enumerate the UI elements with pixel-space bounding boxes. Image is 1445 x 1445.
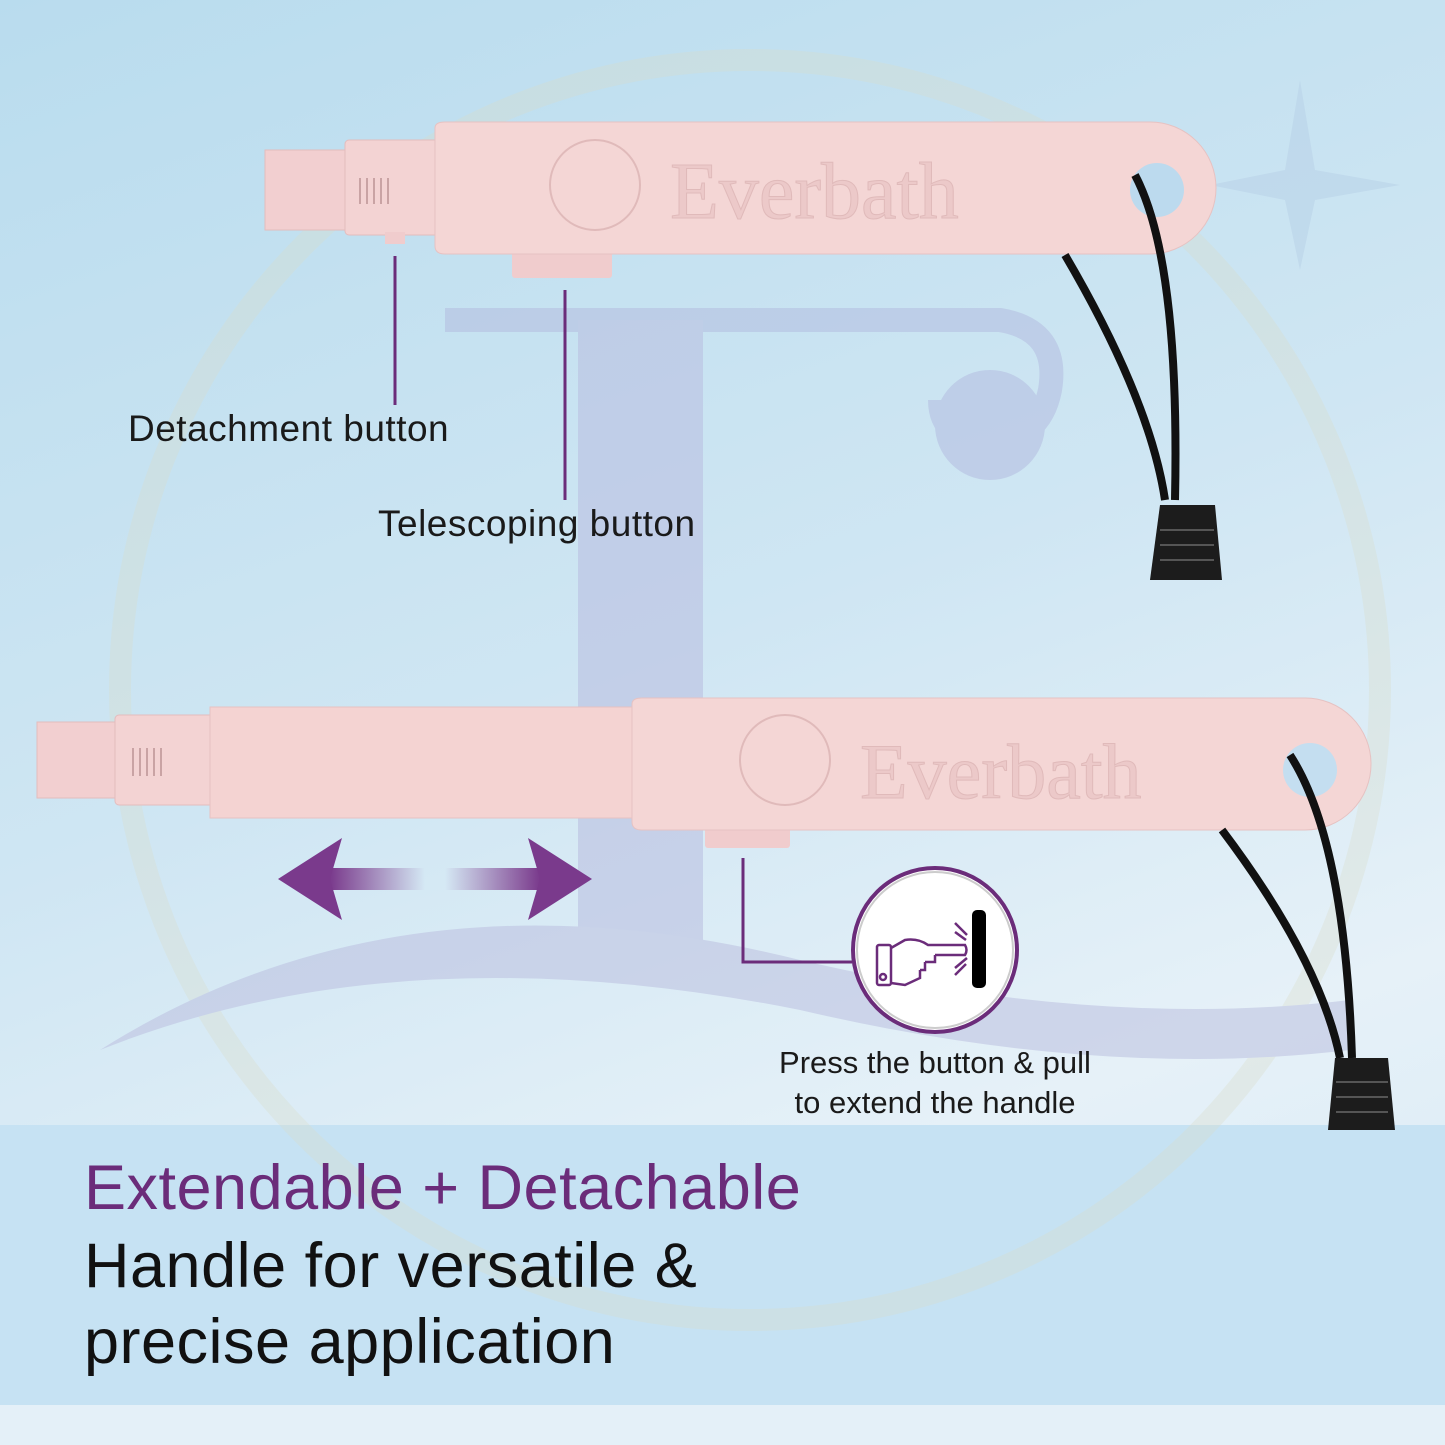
press-instruction-line1: Press the button & pull	[779, 1045, 1091, 1080]
press-instruction: Press the button & pull to extend the ha…	[735, 1043, 1135, 1123]
extend-arrows-icon	[278, 838, 592, 920]
headline-accent: Extendable + Detachable	[84, 1153, 802, 1223]
headline-line3: precise application	[84, 1307, 616, 1377]
bottom-strip	[0, 1405, 1445, 1445]
telescoping-button-part	[512, 252, 612, 278]
handle-collapsed: Everbath	[264, 121, 1222, 580]
detachment-button-part	[385, 232, 405, 244]
detachment-button-label: Detachment button	[128, 408, 450, 449]
press-button-icon	[851, 866, 1019, 1034]
callout-lines	[393, 256, 852, 964]
press-instruction-line2: to extend the handle	[794, 1085, 1076, 1120]
telescoping-button-label: Telescoping button	[378, 503, 696, 544]
brand-embossed: Everbath	[860, 728, 1142, 815]
handle-extended: Everbath	[36, 697, 1395, 1130]
headline-line2: Handle for versatile &	[84, 1231, 698, 1301]
caption-band	[0, 1125, 1445, 1405]
brand-embossed: Everbath	[670, 148, 959, 236]
watermark-logo	[100, 49, 1400, 1331]
